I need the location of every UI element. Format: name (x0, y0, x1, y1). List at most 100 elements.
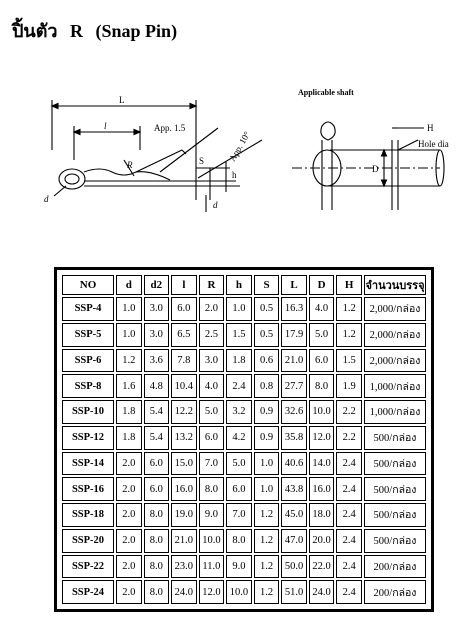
table-cell: 1,000/กล่อง (364, 400, 426, 424)
col-header-L: L (281, 275, 307, 295)
table-cell: 5.0 (308, 322, 335, 347)
table-cell: 1.2 (116, 348, 142, 373)
table-cell: 6.5 (171, 322, 197, 347)
table-cell: 200/กล่อง (364, 554, 426, 579)
snap-pin-drawing: L l App. 1.5 App. 10° S h R d d Applicab… (44, 88, 449, 212)
col-header-s: S (253, 275, 280, 295)
label-h: h (232, 170, 237, 180)
table-cell: 6.0 (143, 477, 170, 501)
table-cell: 5.0 (226, 451, 252, 476)
table-cell: 2.0 (116, 580, 142, 604)
table-cell: 5.4 (143, 425, 170, 450)
table-cell: 1.2 (253, 528, 280, 553)
table-cell: 10.4 (171, 374, 197, 398)
table-cell: 40.6 (281, 451, 307, 476)
table-cell: 2.0 (198, 297, 225, 321)
label-L: L (119, 95, 125, 105)
table-cell-no: SSP-14 (62, 451, 114, 476)
table-cell: 8.0 (143, 503, 170, 527)
table-header-row: NO d d2 l R h S L D H จำนวนบรรจุ (62, 275, 426, 295)
table-cell: 2.4 (336, 477, 362, 501)
table-cell: 10.0 (308, 400, 335, 424)
table-cell: 1.2 (253, 580, 280, 604)
table-cell: 2.4 (336, 451, 362, 476)
table-cell: 10.0 (226, 580, 252, 604)
table-cell: 500/กล่อง (364, 451, 426, 476)
table-cell: 8.0 (226, 528, 252, 553)
table-cell: 0.9 (253, 425, 280, 450)
table-cell: 9.0 (226, 554, 252, 579)
table-cell: 45.0 (281, 503, 307, 527)
col-header-h: h (226, 275, 252, 295)
table-cell: 6.0 (171, 297, 197, 321)
table-cell: 0.5 (253, 297, 280, 321)
table-cell: 6.0 (198, 425, 225, 450)
table-cell: 1.0 (253, 451, 280, 476)
table-cell: 9.0 (198, 503, 225, 527)
col-header-pack: จำนวนบรรจุ (364, 275, 426, 295)
table-cell: 1.9 (336, 374, 362, 398)
col-header-l: l (171, 275, 197, 295)
table-cell: 1.8 (116, 400, 142, 424)
table-cell: 47.0 (281, 528, 307, 553)
table-cell: 16.3 (281, 297, 307, 321)
table-cell: 2.0 (116, 451, 142, 476)
table-cell: 22.0 (308, 554, 335, 579)
table-cell-no: SSP-24 (62, 580, 114, 604)
table-cell: 7.8 (171, 348, 197, 373)
table-cell: 32.6 (281, 400, 307, 424)
table-cell: 1.2 (253, 503, 280, 527)
table-cell-no: SSP-18 (62, 503, 114, 527)
table-cell: 6.0 (143, 451, 170, 476)
table-cell: 1.0 (253, 477, 280, 501)
table-cell: 2.4 (336, 580, 362, 604)
table-cell: 21.0 (281, 348, 307, 373)
table-cell: 2.0 (116, 477, 142, 501)
table-cell: 5.4 (143, 400, 170, 424)
table-cell-no: SSP-16 (62, 477, 114, 501)
col-header-D: D (308, 275, 335, 295)
label-S: S (199, 156, 204, 166)
table-cell: 24.0 (171, 580, 197, 604)
table-cell: 1.6 (116, 374, 142, 398)
table-cell-no: SSP-8 (62, 374, 114, 398)
table-cell: 2,000/กล่อง (364, 297, 426, 321)
table-cell: 500/กล่อง (364, 528, 426, 553)
table-cell: 16.0 (171, 477, 197, 501)
table-cell: 14.0 (308, 451, 335, 476)
table-cell: 27.7 (281, 374, 307, 398)
table-cell: 1.5 (226, 322, 252, 347)
label-applicable-shaft: Applicable shaft (298, 88, 354, 97)
label-app-10: App. 10° (227, 129, 252, 163)
table-cell: 1.8 (116, 425, 142, 450)
table-cell: 3.0 (198, 348, 225, 373)
table-cell: 51.0 (281, 580, 307, 604)
title-thai: ปิ้นตัว (12, 21, 58, 41)
table-cell: 4.0 (308, 297, 335, 321)
col-header-r: R (198, 275, 225, 295)
table-cell: 8.0 (143, 554, 170, 579)
table-cell: 3.2 (226, 400, 252, 424)
table-cell: 2.4 (226, 374, 252, 398)
table-cell: 20.0 (308, 528, 335, 553)
table-cell: 200/กล่อง (364, 580, 426, 604)
table-cell: 0.6 (253, 348, 280, 373)
label-H: H (427, 123, 434, 133)
table-cell: 5.0 (198, 400, 225, 424)
table-cell: 2.4 (336, 528, 362, 553)
table-cell: 2.0 (116, 503, 142, 527)
table-cell: 1.0 (116, 297, 142, 321)
table-cell: 6.0 (226, 477, 252, 501)
table-cell: 18.0 (308, 503, 335, 527)
